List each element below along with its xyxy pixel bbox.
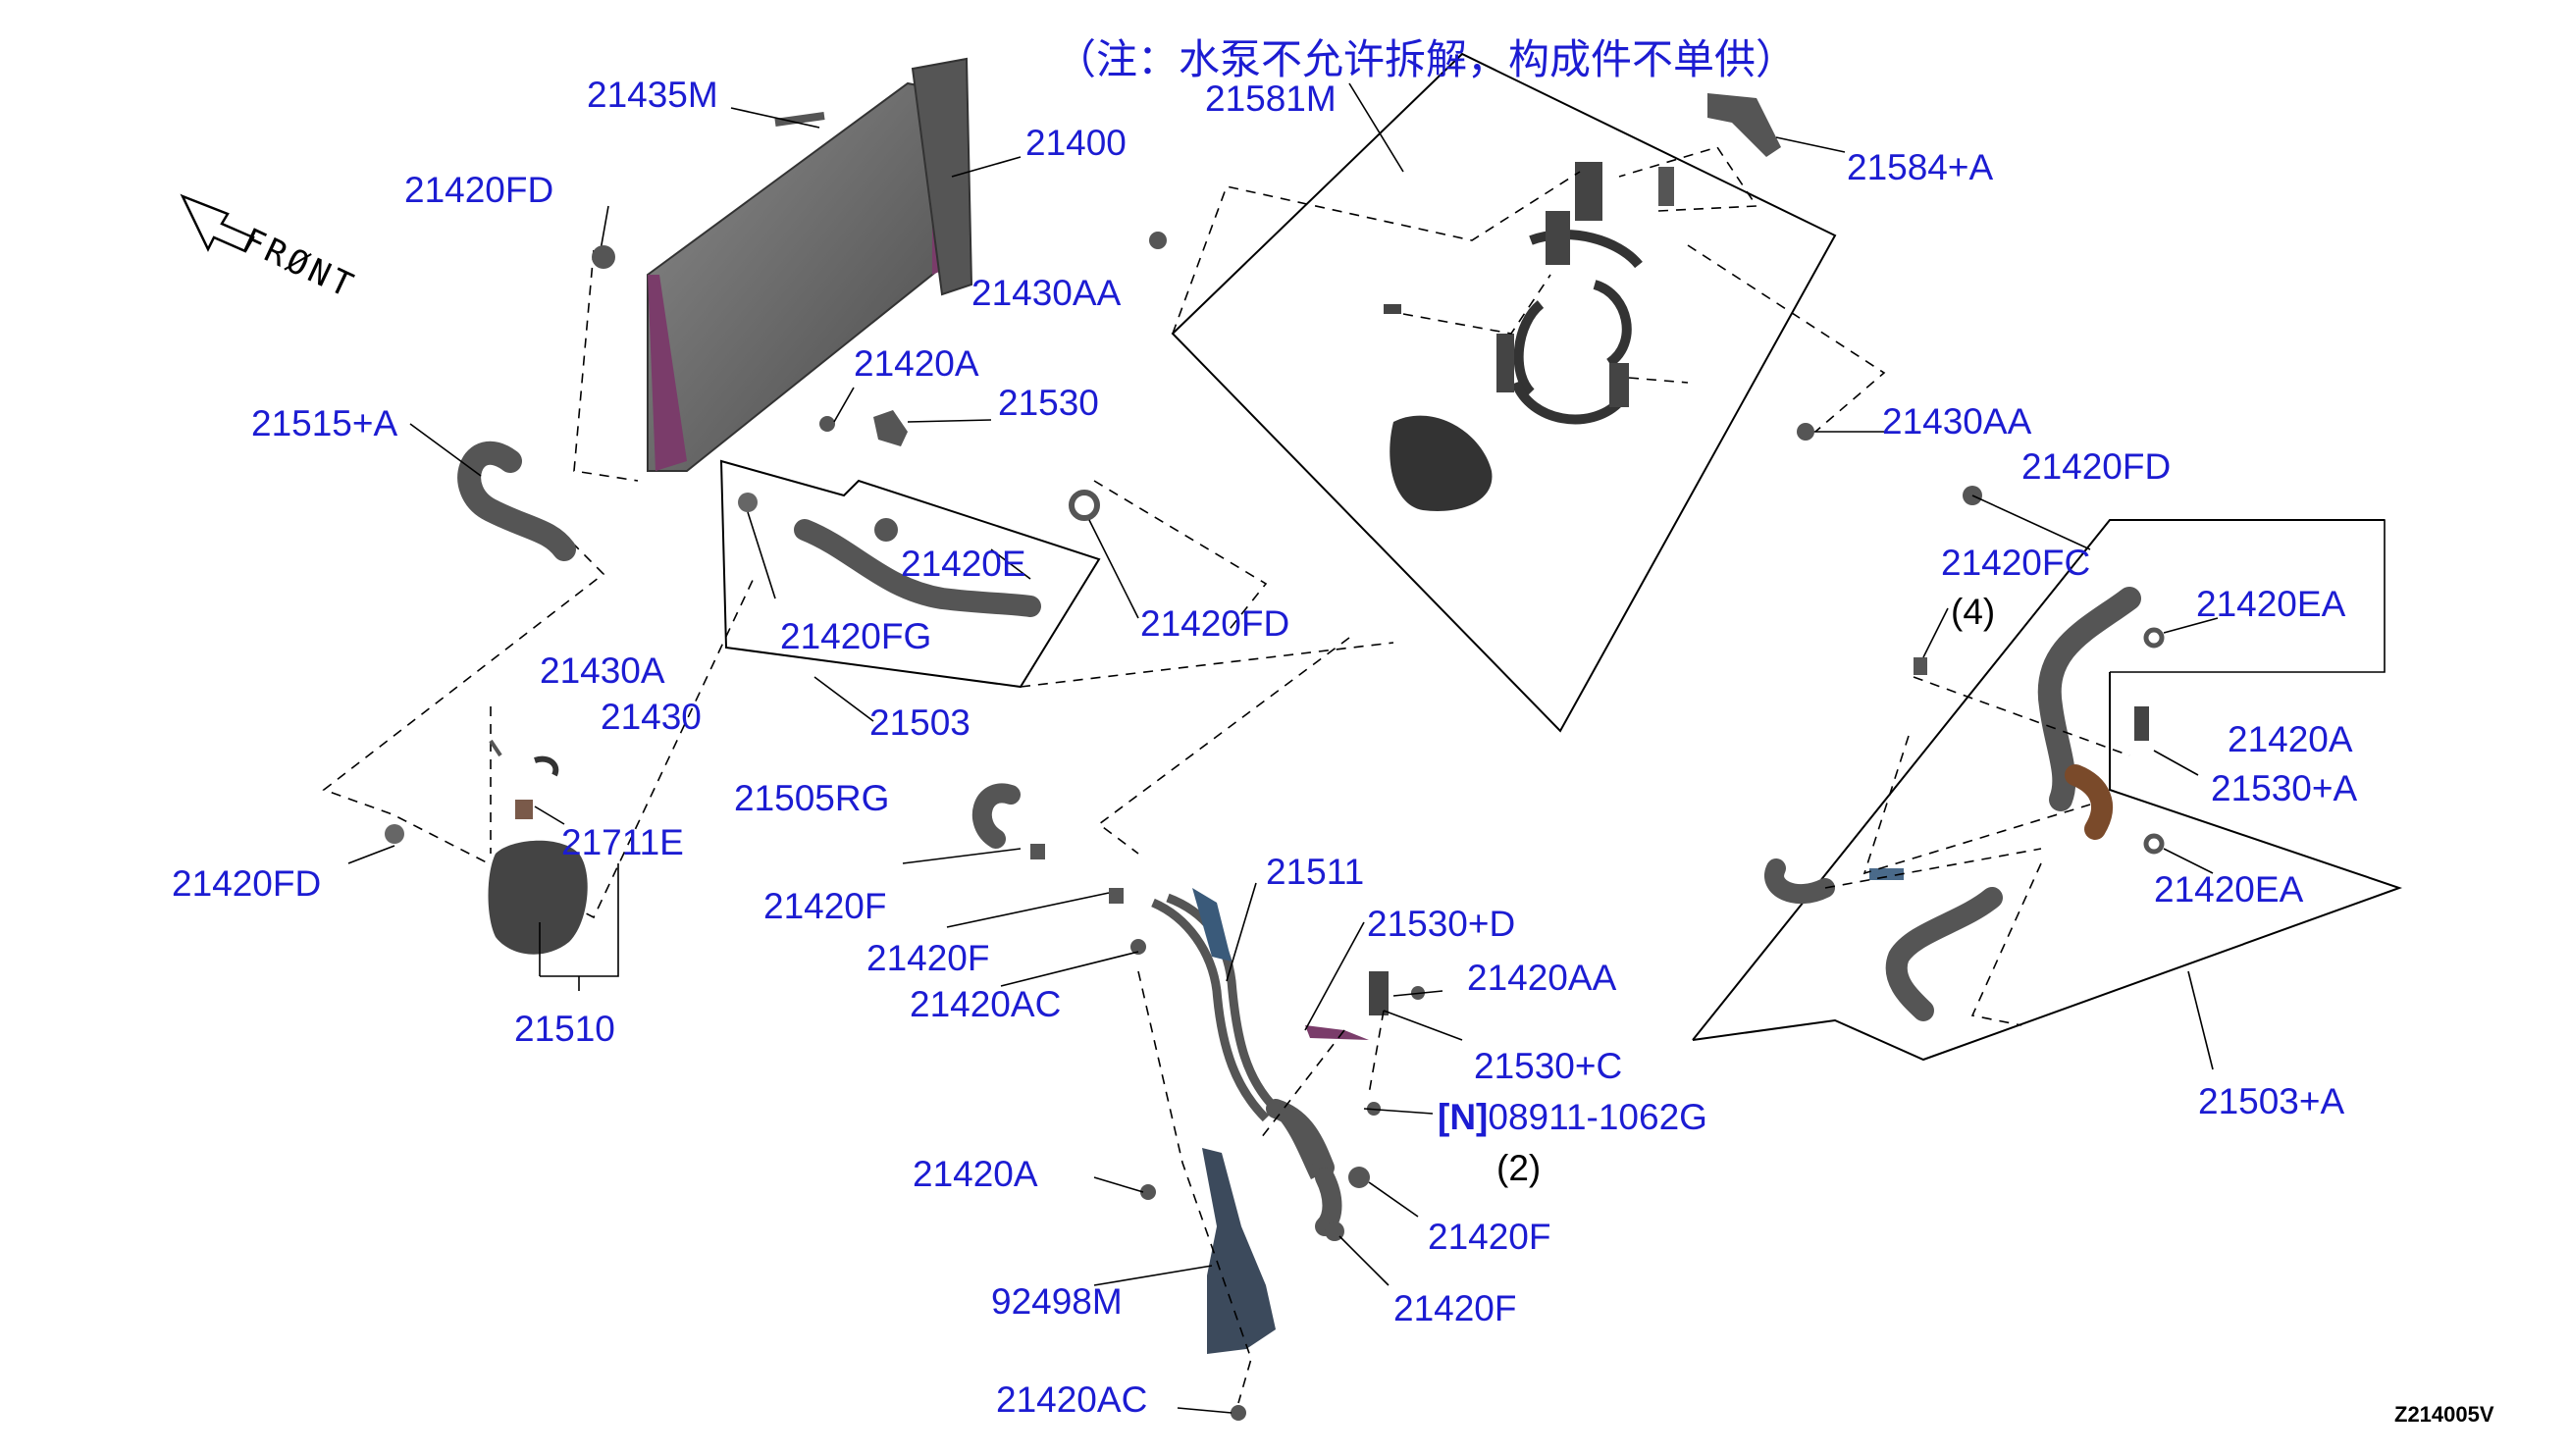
radiator <box>647 57 973 472</box>
part-label: 21530 <box>998 383 1099 423</box>
part-label: 21515+A <box>251 403 398 443</box>
part-label: 21420F <box>866 938 990 978</box>
part-label: 21420F <box>1428 1217 1551 1257</box>
part-label: 21420AA <box>1467 958 1617 998</box>
reservoir-tank <box>385 739 588 955</box>
heater-hoses <box>1764 486 2165 1021</box>
part-label: 21420AC <box>910 984 1062 1024</box>
part-label: 21530+C <box>1474 1046 1623 1086</box>
part-label: 21400 <box>1025 123 1127 163</box>
part-label: 21420EA <box>2196 584 2346 624</box>
part-label: 21420FD <box>404 170 554 210</box>
upper-hose <box>457 442 576 561</box>
part-label: 21420A <box>2228 719 2353 759</box>
part-label: 21420A <box>913 1154 1038 1194</box>
part-label: 21430 <box>601 697 702 737</box>
part-label: 21430A <box>540 650 665 691</box>
part-label: 21420FG <box>780 616 932 656</box>
water-pump <box>1384 162 1674 511</box>
part-label: 21430AA <box>971 273 1122 313</box>
part-label: 21420A <box>854 343 979 384</box>
note-text: （注：水泵不允许拆解，构成件不单供） <box>1055 35 1798 83</box>
part-label: 21711E <box>561 822 684 862</box>
part-label: 21420E <box>901 544 1026 584</box>
part-label: 21510 <box>514 1009 615 1049</box>
part-label: 21581M <box>1205 78 1337 119</box>
quantity-callout: (2) <box>1496 1148 1542 1188</box>
radiator-seal <box>774 112 825 127</box>
part-label: 21584+A <box>1847 147 1994 187</box>
part-label: 92498M <box>991 1281 1123 1322</box>
part-label: 21420FC <box>1941 543 2091 583</box>
part-label: 21530+D <box>1367 904 1516 944</box>
front-arrow-icon <box>180 193 255 253</box>
part-label: 21420F <box>763 886 887 926</box>
part-label: 21420AC <box>996 1379 1148 1420</box>
part-label: 21430AA <box>1882 401 2032 442</box>
splash-shield <box>1202 1148 1276 1354</box>
part-label: 21505RG <box>734 778 890 818</box>
part-label: 21420FD <box>172 863 322 904</box>
part-label: 21420FD <box>2021 446 2172 487</box>
part-label: 21503 <box>869 702 970 743</box>
part-label: 21530+A <box>2211 768 2358 808</box>
part-label: 21420EA <box>2154 869 2304 910</box>
part-label: 21503+A <box>2198 1081 2345 1121</box>
quantity-callout: (4) <box>1951 592 1996 632</box>
coolant-pipes <box>971 783 1425 1241</box>
part-label: 21420F <box>1393 1288 1517 1328</box>
diagram-code: Z214005V <box>2394 1402 2494 1427</box>
part-label-new: [N]08911-1062G <box>1438 1097 1707 1137</box>
clamp <box>592 245 615 269</box>
part-label: 21420FD <box>1140 603 1290 644</box>
part-label: 21511 <box>1266 852 1365 892</box>
bypass-hose <box>794 519 1041 617</box>
bracket <box>1707 93 1781 157</box>
part-label: 21435M <box>587 75 718 115</box>
